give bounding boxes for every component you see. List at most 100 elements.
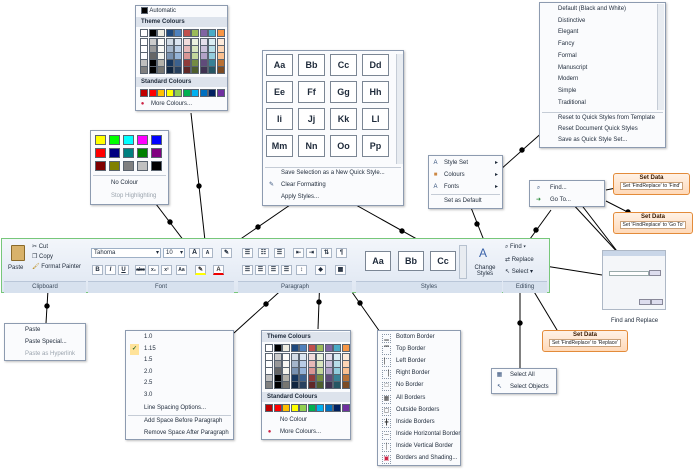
quick-style-tile[interactable]: Gg <box>330 81 357 103</box>
shading-theme-grid[interactable] <box>265 344 351 390</box>
subscript-icon[interactable]: x₂ <box>148 265 159 275</box>
superscript-icon[interactable]: x² <box>161 265 172 275</box>
style-set-scrollbar[interactable] <box>657 4 664 110</box>
replace-button[interactable]: ⇄ Replace <box>505 257 534 263</box>
border-option-borders-and-shading[interactable]: ▣Borders and Shading... <box>378 453 460 464</box>
more-colours-option[interactable]: ● More Colours... <box>267 429 322 435</box>
border-option-top-border[interactable]: ▔Top Border <box>378 344 460 356</box>
format-painter-button[interactable]: 🖌 Format Painter <box>32 264 81 270</box>
styles-scroll[interactable] <box>459 245 467 279</box>
bullets-icon[interactable]: ☰ <box>242 248 253 258</box>
colour-swatch[interactable] <box>316 381 324 389</box>
change-case-icon[interactable]: Aa <box>176 265 187 275</box>
quick-style-tile[interactable]: Ee <box>266 81 293 103</box>
colour-swatch[interactable] <box>316 404 324 412</box>
gallery-scrollbar[interactable] <box>396 54 403 164</box>
font-size-box[interactable]: 10 ▾ <box>163 248 185 258</box>
shrink-font-icon[interactable]: A <box>202 248 213 258</box>
colour-swatch[interactable] <box>199 89 208 97</box>
colour-swatch[interactable] <box>290 404 299 412</box>
highlight-swatch[interactable] <box>123 161 134 171</box>
colour-swatch[interactable] <box>273 404 282 412</box>
colour-swatch[interactable] <box>216 89 225 97</box>
numbering-icon[interactable]: ☷ <box>258 248 269 258</box>
change-styles-button[interactable]: A Change Styles <box>474 246 496 277</box>
colour-swatch[interactable] <box>324 381 333 389</box>
colour-swatch[interactable] <box>265 404 273 412</box>
justify-icon[interactable]: ☰ <box>281 265 292 275</box>
colour-swatch[interactable] <box>199 29 208 37</box>
colour-swatch[interactable] <box>148 89 157 97</box>
colour-swatch[interactable] <box>216 66 225 74</box>
colour-swatch[interactable] <box>208 66 216 74</box>
clear-formatting-option[interactable]: ✎ Clear Formatting <box>268 182 326 188</box>
highlight-icon[interactable]: ✎ <box>195 265 206 275</box>
remove-space-after-option[interactable]: Remove Space After Paragraph <box>144 430 229 436</box>
colour-swatch[interactable] <box>282 381 290 389</box>
style-set-option[interactable]: A Style Set ▸ <box>429 158 502 169</box>
highlight-swatch[interactable] <box>137 135 148 145</box>
highlight-swatch[interactable] <box>109 135 120 145</box>
colour-swatch[interactable] <box>148 66 157 74</box>
automatic-option[interactable]: Automatic <box>136 6 227 17</box>
fonts-option[interactable]: A Fonts ▸ <box>429 182 502 193</box>
colour-swatch[interactable] <box>140 29 148 37</box>
more-colours-option[interactable]: ● More Colours... <box>140 101 193 107</box>
border-option-outside-borders[interactable]: ▢Outside Borders <box>378 405 460 416</box>
colour-swatch[interactable] <box>216 29 225 37</box>
colour-swatch[interactable] <box>208 29 216 37</box>
colour-swatch[interactable] <box>341 344 350 352</box>
shading-icon[interactable]: ◆ <box>315 265 326 275</box>
colour-swatch[interactable] <box>157 29 165 37</box>
font-name-box[interactable]: Tahoma ▾ <box>91 248 161 258</box>
reset-template-option[interactable]: Reset to Quick Styles from Template <box>558 115 655 121</box>
colour-swatch[interactable] <box>265 344 273 352</box>
add-space-before-option[interactable]: Add Space Before Paragraph <box>144 418 223 424</box>
quick-style-tile[interactable]: Pp <box>362 135 389 157</box>
style-tile-3[interactable]: Cc <box>430 251 456 271</box>
no-colour-option[interactable]: No Colour <box>280 417 308 423</box>
colour-swatch[interactable] <box>191 66 199 74</box>
colour-swatch[interactable] <box>157 89 165 97</box>
apply-styles-option[interactable]: Apply Styles... <box>281 194 320 200</box>
colour-swatch[interactable] <box>324 404 333 412</box>
style-tile-2[interactable]: Bb <box>398 251 424 271</box>
colour-swatch[interactable] <box>307 344 316 352</box>
clear-format-icon[interactable]: ✎ <box>221 248 232 258</box>
quick-style-tile[interactable]: Hh <box>362 81 389 103</box>
colour-swatch[interactable] <box>157 66 165 74</box>
paste-option[interactable]: Paste <box>25 327 41 333</box>
colour-swatch[interactable] <box>174 66 182 74</box>
theme-colour-grid[interactable] <box>140 29 226 75</box>
highlight-swatch[interactable] <box>137 148 148 158</box>
align-center-icon[interactable]: ☰ <box>255 265 266 275</box>
no-colour-option[interactable]: No Colour <box>111 180 139 186</box>
line-spacing-2-5[interactable]: 2.5 <box>144 380 153 386</box>
colour-swatch[interactable] <box>140 89 148 97</box>
style-set-distinctive[interactable]: Distinctive <box>558 17 586 24</box>
colour-swatch[interactable] <box>199 66 208 74</box>
colour-swatch[interactable] <box>140 66 148 74</box>
find-option[interactable]: ⌕ Find... <box>536 185 567 191</box>
highlight-swatch[interactable] <box>123 135 134 145</box>
highlight-swatch[interactable] <box>137 161 148 171</box>
style-set-default-black-and-white[interactable]: Default (Black and White) <box>558 6 627 12</box>
highlight-swatch[interactable] <box>95 161 106 171</box>
colour-swatch[interactable] <box>333 404 341 412</box>
line-spacing-options[interactable]: Line Spacing Options... <box>144 405 207 411</box>
colour-swatch[interactable] <box>182 29 191 37</box>
quick-style-tile[interactable]: Kk <box>330 108 357 130</box>
cut-button[interactable]: ✂ Cut <box>32 244 49 250</box>
border-option-bottom-border[interactable]: ▁Bottom Border <box>378 332 460 343</box>
colour-swatch[interactable] <box>174 89 182 97</box>
border-option-right-border[interactable]: ▕Right Border <box>378 368 460 380</box>
quick-style-tile[interactable]: Ii <box>266 108 293 130</box>
multilevel-list-icon[interactable]: ☰ <box>274 248 285 258</box>
set-as-default-option[interactable]: Set as Default <box>444 198 482 204</box>
bold-icon[interactable]: B <box>92 265 103 275</box>
highlight-swatch[interactable] <box>151 148 162 158</box>
colour-swatch[interactable] <box>333 381 341 389</box>
colour-swatch[interactable] <box>299 381 307 389</box>
quick-style-tile[interactable]: Bb <box>298 54 325 76</box>
style-set-simple[interactable]: Simple <box>558 87 577 94</box>
